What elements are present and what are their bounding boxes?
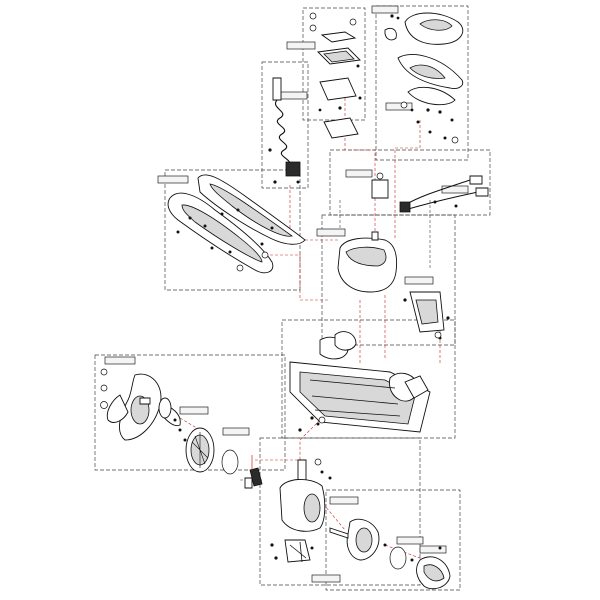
wire-connector [399, 201, 411, 213]
head-cover-base-inner [409, 64, 446, 79]
group-outline-control-board [302, 7, 366, 121]
wire-terminal [469, 175, 483, 185]
end-cap-grille [191, 432, 209, 468]
cord-connector [285, 161, 301, 177]
mount-bracket-face [415, 299, 439, 325]
callout-tag [104, 356, 136, 365]
washer [261, 251, 269, 259]
washer [309, 24, 317, 32]
terminal-block [371, 179, 389, 199]
head-cover-knob [384, 27, 397, 41]
washer [309, 12, 317, 20]
wire-terminal [475, 187, 489, 197]
callout-tag [419, 545, 447, 554]
washer [236, 264, 244, 272]
nose-cone-highlight [423, 564, 445, 582]
side-cover-upper-inner [209, 183, 293, 237]
head-cover-plate [407, 86, 456, 106]
washer [100, 384, 108, 392]
coil-cord [274, 99, 291, 167]
group-outline-nose-cone [325, 489, 461, 591]
brush-holder [249, 467, 263, 487]
group-outlines [94, 5, 491, 591]
propeller-blade-left [106, 394, 129, 423]
o-ring [221, 449, 239, 475]
group-outline-head-cover [375, 5, 469, 161]
lower-housing-bore [303, 493, 321, 523]
mount-pivot-right [334, 331, 357, 351]
switch-module [319, 77, 357, 101]
callout-tag [280, 91, 308, 100]
washer [314, 458, 322, 466]
armature-shaft [329, 527, 349, 539]
group-outline-lower-unit [259, 437, 421, 586]
callout-tags [104, 5, 469, 583]
nose-cone-assembly [329, 518, 451, 590]
head-cover-assembly [384, 12, 464, 144]
callout-tag [316, 228, 346, 237]
callout-tag [396, 536, 424, 545]
o-ring [389, 546, 407, 570]
callout-tag [371, 5, 399, 14]
callout-tag [222, 427, 250, 436]
callout-tag [286, 41, 316, 50]
housing-bolt [371, 231, 379, 241]
armature-core [355, 527, 373, 553]
motor-end-cap [185, 427, 263, 489]
group-outline-coil-cord [261, 61, 309, 189]
washer [434, 331, 442, 339]
board-cap [320, 31, 357, 43]
callout-tag [157, 175, 189, 184]
group-outline-wiring [329, 149, 491, 216]
group-outline-propeller [94, 354, 286, 471]
control-board-assembly [309, 12, 362, 139]
coil-cord-assembly [268, 77, 301, 184]
brush [244, 477, 253, 489]
group-outline-mount-base [281, 319, 456, 439]
callout-tag [441, 185, 469, 194]
propeller-assembly [100, 368, 187, 442]
wire [404, 191, 479, 211]
wiring-harness [371, 172, 489, 213]
callout-tag [329, 496, 359, 505]
callout-tag [179, 406, 209, 415]
cord-plug [272, 77, 282, 101]
washer [349, 18, 357, 26]
group-outline-motor-housing [321, 214, 456, 346]
callout-tag [385, 102, 413, 111]
mount-latch [404, 375, 429, 399]
callout-tag [345, 169, 373, 178]
skeg-bracket-detail [289, 541, 307, 563]
washer [451, 136, 459, 144]
side-cover-assembly [167, 174, 306, 274]
lower-unit-assembly [270, 458, 332, 563]
mount-base-assembly [289, 331, 431, 433]
prop-nut [100, 368, 108, 376]
motor-housing-top [345, 246, 387, 267]
drive-pin [139, 397, 151, 405]
callout-tag [311, 574, 341, 583]
side-cover-lower-inner [181, 204, 263, 263]
head-cover-inset [419, 19, 453, 31]
prop-washer [158, 397, 172, 419]
washer [400, 101, 408, 109]
base-rails [309, 379, 401, 417]
motor-housing-assembly [337, 231, 450, 340]
control-board-chip [323, 50, 355, 63]
washer [100, 401, 108, 409]
switch-module-lower [323, 117, 359, 139]
washer [318, 416, 326, 424]
callout-tag [404, 276, 434, 285]
